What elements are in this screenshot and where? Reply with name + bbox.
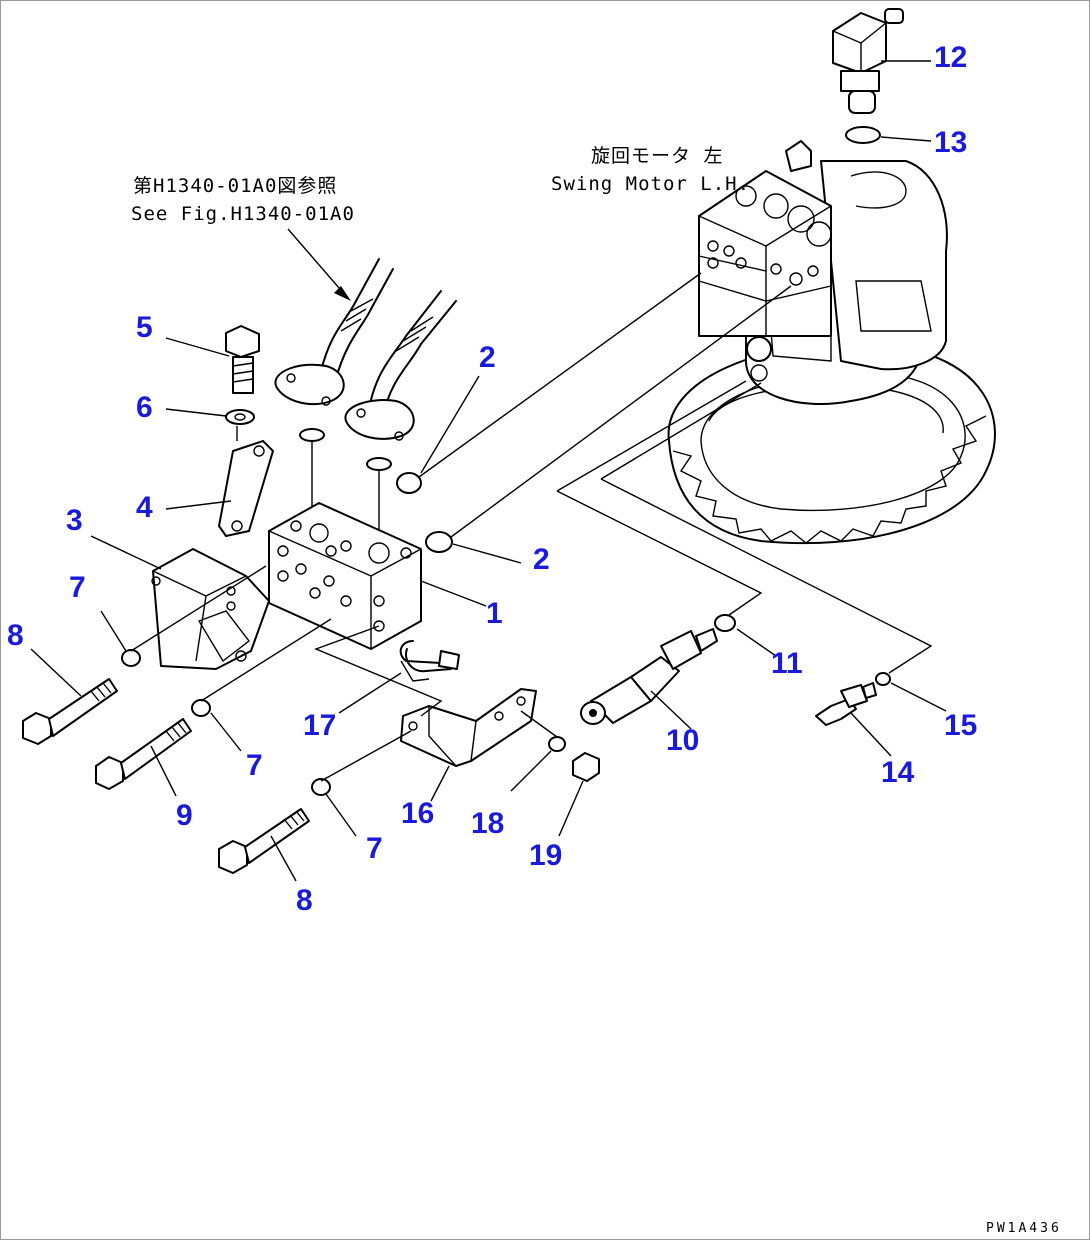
part-6-washer	[225, 409, 255, 425]
callout-13: 13	[934, 126, 968, 159]
part-2-plug-upper	[396, 472, 422, 494]
callout-8-b: 8	[296, 884, 313, 917]
figure-code: PW1A436	[986, 1221, 1062, 1236]
part-3-bracket	[151, 548, 270, 670]
callout-1: 1	[486, 597, 503, 630]
part-14-elbow	[815, 682, 877, 726]
part-15-oring	[875, 672, 891, 686]
part-7-washer-c	[311, 778, 331, 796]
callout-3: 3	[66, 504, 83, 537]
callout-16: 16	[401, 797, 435, 830]
callout-11: 11	[771, 647, 803, 680]
part-8-bolt-a	[22, 678, 118, 745]
callout-12: 12	[934, 41, 968, 74]
motor-label-jp: 旋回モータ 左	[591, 145, 724, 167]
part-10-fitting	[580, 628, 718, 725]
reference-note-en: See Fig.H1340-01A0	[131, 203, 355, 225]
callout-2-lower: 2	[533, 543, 550, 576]
part-8-bolt-b	[218, 808, 310, 874]
callout-7-a: 7	[69, 571, 86, 604]
part-4-plate	[218, 440, 274, 537]
part-1-manifold-block	[268, 502, 422, 650]
callout-18: 18	[471, 807, 505, 840]
part-7-washer-a	[121, 649, 141, 667]
motor-label-en: Swing Motor L.H.	[551, 173, 751, 195]
oring-manifold-1	[299, 428, 325, 442]
callout-14: 14	[881, 756, 915, 789]
callout-7-c: 7	[366, 832, 383, 865]
part-16-bracket	[400, 688, 537, 767]
part-13-oring	[845, 126, 881, 144]
part-7-washer-b	[191, 699, 211, 717]
callout-17: 17	[303, 709, 337, 742]
part-17-pipe	[399, 640, 460, 682]
callout-15: 15	[944, 709, 978, 742]
connection-lines	[130, 272, 933, 782]
callout-10: 10	[666, 724, 700, 757]
reference-note-jp: 第H1340-01A0図参照	[133, 175, 338, 197]
callout-5: 5	[136, 311, 153, 344]
part-12-pressure-switch	[832, 8, 931, 114]
part-18-washer	[548, 736, 566, 752]
swing-motor	[667, 140, 996, 545]
callout-4: 4	[136, 491, 153, 524]
callout-19: 19	[529, 839, 563, 872]
part-11-oring	[714, 614, 736, 632]
part-2-plug-lower	[425, 531, 453, 553]
part-5-bolt	[225, 325, 260, 394]
part-19-nut	[572, 752, 600, 782]
callout-2-upper: 2	[479, 341, 496, 374]
callout-9: 9	[176, 799, 193, 832]
hoses	[274, 228, 457, 441]
oring-manifold-2	[366, 457, 392, 471]
callout-7-b: 7	[246, 749, 263, 782]
callout-6: 6	[136, 391, 153, 424]
callout-8-a: 8	[7, 619, 24, 652]
part-9-bolt	[95, 718, 192, 790]
leader-lines	[30, 337, 947, 882]
